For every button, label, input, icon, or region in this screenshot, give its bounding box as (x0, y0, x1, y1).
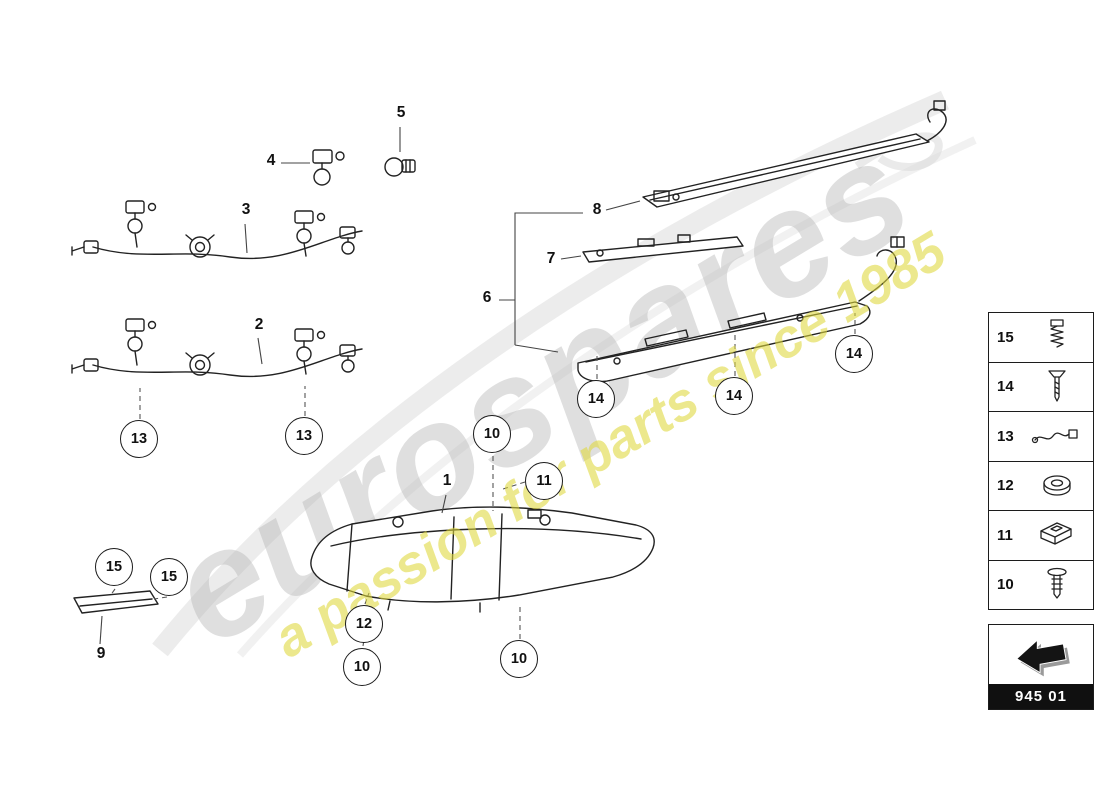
legend-row-13[interactable]: 13 (989, 412, 1093, 462)
legend-num-15: 15 (997, 328, 1014, 346)
callout-2[interactable]: 2 (254, 316, 264, 333)
callout-12[interactable]: 12 (345, 605, 383, 643)
diagram-code-label: 945 01 (989, 684, 1093, 709)
legend-row-15[interactable]: 15 (989, 313, 1093, 363)
clip-nut-icon (1040, 522, 1072, 545)
callout-13-left[interactable]: 13 (120, 420, 158, 458)
legend-row-14[interactable]: 14 (989, 363, 1093, 412)
legend-row-11[interactable]: 11 (989, 511, 1093, 561)
legend-row-10[interactable]: 10 (989, 561, 1093, 610)
legend-row-12[interactable]: 12 (989, 462, 1093, 511)
back-arrow-icon (1016, 638, 1070, 676)
wiring-harness-2-drawing (71, 318, 363, 378)
legend-num-11: 11 (997, 526, 1013, 544)
grommet-washer-icon (1043, 475, 1071, 496)
bulb-holder-4-drawing (312, 149, 345, 186)
callout-14-right[interactable]: 14 (835, 335, 873, 373)
callout-13-right[interactable]: 13 (285, 417, 323, 455)
wiring-harness-icon (1031, 429, 1078, 444)
callout-6[interactable]: 6 (482, 289, 492, 306)
callout-4[interactable]: 4 (266, 152, 276, 169)
callout-14-left[interactable]: 14 (577, 380, 615, 418)
tail-light-assembly-drawing (310, 506, 655, 613)
legend-num-12: 12 (997, 477, 1014, 495)
callout-10-bottom-right[interactable]: 10 (500, 640, 538, 678)
callout-14-middle[interactable]: 14 (715, 377, 753, 415)
reflector-9-drawing (73, 590, 159, 614)
screw-icon (1050, 319, 1064, 348)
wiring-harness-3-drawing (71, 200, 363, 260)
bulb-5-drawing (384, 157, 416, 177)
callout-8[interactable]: 8 (592, 201, 602, 218)
push-rivet-icon (1047, 567, 1067, 599)
callout-10-bottom-left[interactable]: 10 (343, 648, 381, 686)
legend-num-13: 13 (997, 427, 1014, 445)
callout-5[interactable]: 5 (396, 104, 406, 121)
legend-num-14: 14 (997, 378, 1014, 396)
legend-num-10: 10 (997, 576, 1014, 594)
callout-10-top[interactable]: 10 (473, 415, 511, 453)
callout-7[interactable]: 7 (546, 250, 556, 267)
code-box-icon-area (989, 625, 1093, 684)
solid-leader-lines (99, 127, 447, 645)
callout-15-left[interactable]: 15 (95, 548, 133, 586)
fasteners-legend: 15 14 13 12 (988, 312, 1094, 610)
callout-11[interactable]: 11 (525, 462, 563, 500)
callout-3[interactable]: 3 (241, 201, 251, 218)
bracket-6-lines (499, 200, 641, 353)
diagram-code-box[interactable]: 945 01 (988, 624, 1094, 710)
trim-strip-8-drawing (642, 100, 947, 208)
trim-strip-7-drawing (582, 234, 744, 263)
callout-1[interactable]: 1 (442, 472, 452, 489)
countersunk-screw-icon (1048, 370, 1066, 402)
callout-9[interactable]: 9 (96, 645, 106, 662)
callout-15-right[interactable]: 15 (150, 558, 188, 596)
light-bar-drawing (577, 236, 905, 383)
